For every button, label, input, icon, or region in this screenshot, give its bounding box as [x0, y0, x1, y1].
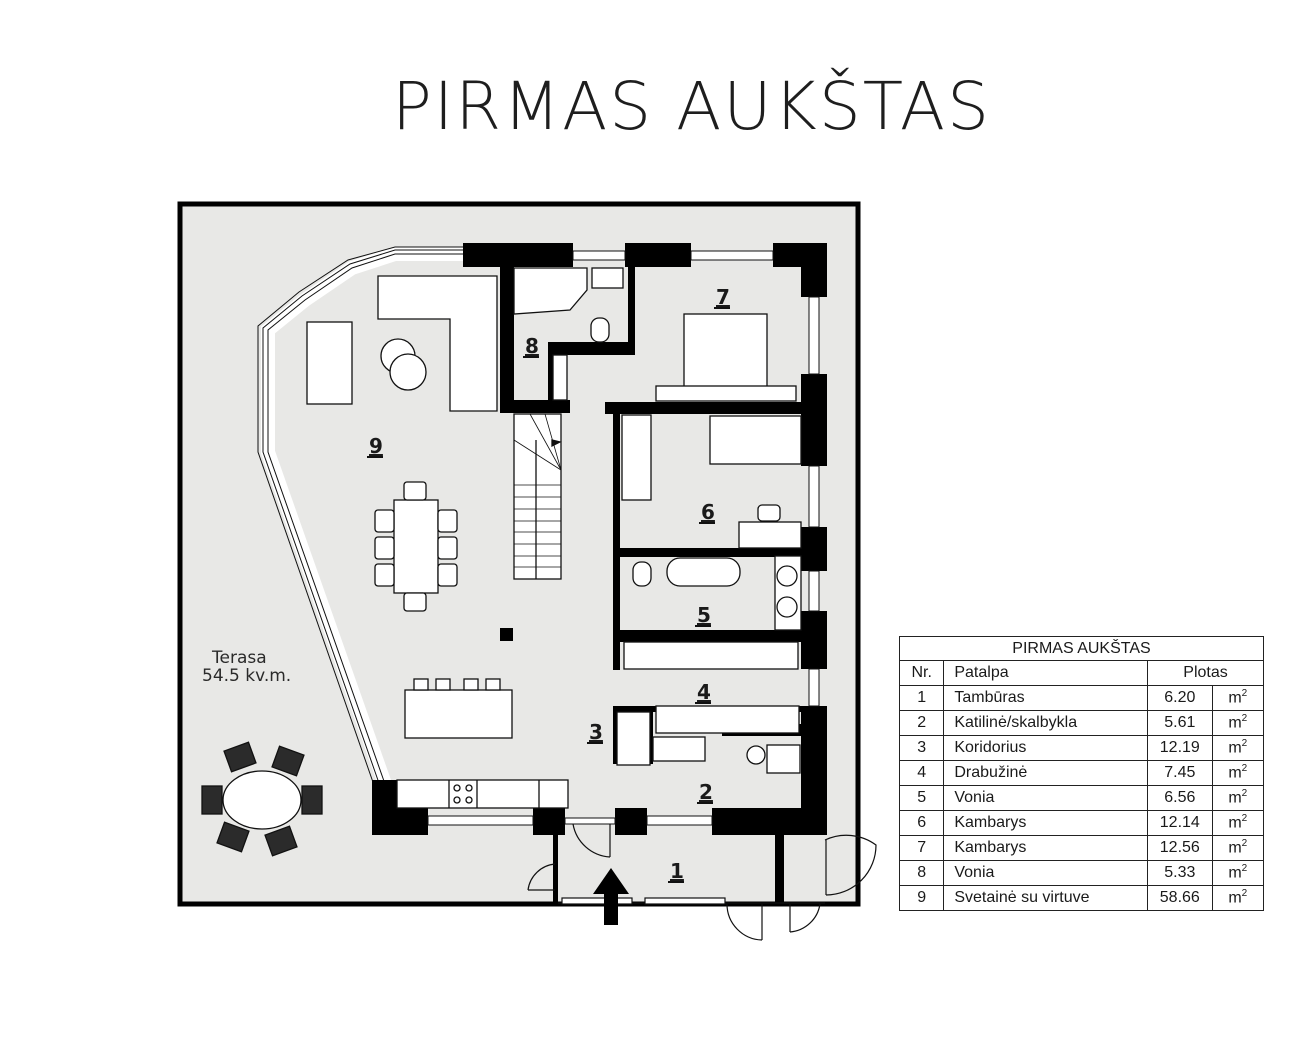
entrance-arrow-icon [593, 868, 629, 925]
table-row: 1 Tambūras 6.20 m2 [898, 685, 1265, 711]
sectional-sofa-icon [377, 275, 498, 412]
vestibule [527, 823, 877, 941]
toilet-icon [590, 317, 610, 343]
unit-cell: m2 [1211, 810, 1265, 836]
room-label-4: 4 [697, 680, 711, 704]
svg-text:54.5 kv.m.: 54.5 kv.m. [202, 666, 291, 686]
furniture [201, 267, 802, 857]
terrace-chair-icon [201, 741, 323, 857]
table-row: 8 Vonia 5.33 m2 [898, 860, 1265, 886]
sink-icon [591, 267, 624, 289]
unit-cell: m2 [1211, 835, 1265, 861]
armchair-icon [306, 321, 353, 405]
table-row: 6 Kambarys 12.14 m2 [898, 810, 1265, 836]
room-label-8: 8 [525, 334, 539, 358]
unit-cell: m2 [1211, 760, 1265, 786]
table-header-row: Nr. Patalpa Plotas [898, 660, 1264, 686]
unit-cell: m2 [1211, 685, 1265, 711]
utility-sink-icon [766, 744, 801, 774]
room-labels: 1 2 3 4 5 6 7 8 9 [367, 285, 730, 883]
table-row: 4 Drabužinė 7.45 m2 [898, 760, 1265, 786]
table-row: 7 Kambarys 12.56 m2 [898, 835, 1265, 861]
single-bed-icon [709, 415, 802, 465]
svg-text:Terasa: Terasa [211, 648, 267, 668]
room-label-2: 2 [699, 780, 713, 804]
page-title: PIRMAS AUKŠTAS [392, 68, 991, 145]
dining-chair-icon [374, 481, 458, 612]
dining-table-icon [393, 499, 439, 594]
room-label-1: 1 [670, 859, 684, 883]
unit-cell: m2 [1211, 785, 1265, 811]
washing-machine-icon [652, 736, 706, 762]
table-row: 5 Vonia 6.56 m2 [898, 785, 1265, 811]
double-sink-icon [774, 555, 802, 631]
double-bed-icon [683, 313, 768, 397]
terrace-label: Terasa 54.5 kv.m. [202, 648, 291, 686]
wardrobe-icon [621, 414, 652, 501]
header-room: Patalpa [943, 660, 1149, 686]
room-label-5: 5 [697, 603, 711, 627]
unit-cell: m2 [1211, 860, 1265, 886]
terrace-table-icon [222, 770, 302, 830]
staircase-icon [513, 413, 562, 580]
kitchen-island-icon [404, 689, 513, 739]
table-caption: PIRMAS AUKŠTAS [899, 636, 1264, 661]
room-label-7: 7 [716, 285, 730, 309]
corner-bath-icon [513, 267, 588, 315]
bar-stool-icon [413, 678, 501, 691]
room-label-6: 6 [701, 500, 715, 524]
header-area: Plotas [1147, 660, 1264, 686]
boiler-icon [746, 745, 766, 765]
desk-icon [738, 521, 802, 549]
unit-cell: m2 [1211, 710, 1265, 736]
closet-shelf-icon [623, 641, 799, 670]
table-row: 9 Svetainė su virtuve 58.66 m2 [898, 885, 1265, 911]
table-row: 3 Koridorius 12.19 m2 [898, 735, 1265, 761]
header-nr: Nr. [898, 660, 945, 686]
unit-cell: m2 [1211, 885, 1265, 911]
room-label-9: 9 [369, 434, 383, 458]
kitchen-counter-icon [396, 779, 569, 809]
toilet-icon [632, 561, 652, 587]
unit-cell: m2 [1211, 735, 1265, 761]
bathtub-icon [666, 557, 741, 587]
room-label-3: 3 [589, 720, 603, 744]
room-area-table: PIRMAS AUKŠTAS Nr. Patalpa Plotas 1 Tamb… [898, 636, 1265, 911]
cooktop-icon [453, 784, 473, 804]
table-row: 2 Katilinė/skalbykla 5.61 m2 [898, 710, 1265, 736]
